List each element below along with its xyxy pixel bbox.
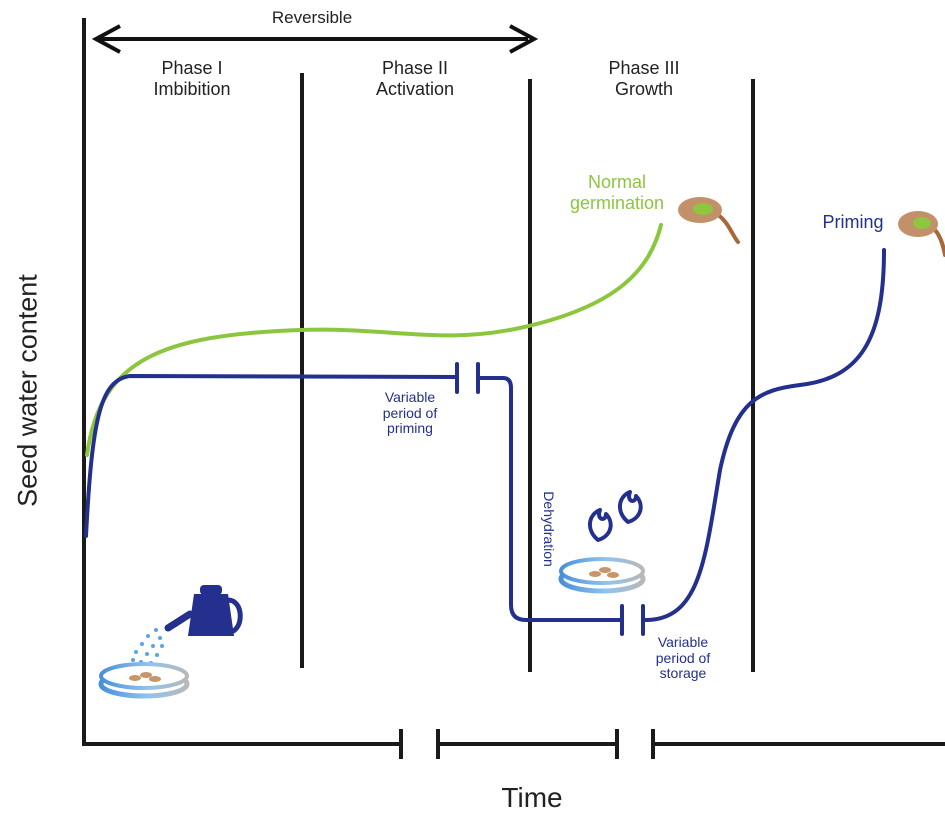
x-axis <box>82 729 945 759</box>
variable-storage-line-2: period of <box>655 649 711 666</box>
variable-storage-label: Variable period of storage <box>628 634 738 682</box>
normal-germination-line-1: Normal <box>587 172 646 192</box>
reversible-arrow <box>91 24 539 54</box>
normal-germination-label: Normal germination <box>552 172 682 213</box>
phase-1-sub: Imbibition <box>153 78 231 99</box>
phase-2-name: Phase II <box>381 58 449 78</box>
reversible-label: Reversible <box>271 8 353 27</box>
variable-priming-label: Variable period of priming <box>355 389 465 437</box>
petri-dish-dehydration-icon <box>558 557 646 594</box>
phase-2: Phase II Activation <box>335 58 495 99</box>
variable-storage-line-3: storage <box>659 665 707 682</box>
water-drops-icon <box>131 628 164 665</box>
primed-seedling-icon <box>898 211 945 257</box>
priming-label: Priming <box>822 212 884 232</box>
watering-can-icon <box>164 585 243 636</box>
normal-germination-curve <box>85 223 663 457</box>
seedling-icon <box>678 197 740 244</box>
variable-priming-line-1: Variable <box>384 389 436 405</box>
y-axis-label: Seed water content <box>12 274 43 507</box>
x-axis-label: Time <box>501 782 563 813</box>
variable-storage-line-1: Variable <box>657 634 709 650</box>
phase-1: Phase I Imbibition <box>112 58 272 99</box>
phase-1-name: Phase I <box>161 58 223 78</box>
dehydration-label: Dehydration <box>541 491 558 567</box>
variable-priming-line-2: period of <box>382 404 438 421</box>
petri-dish-icon <box>98 662 190 699</box>
phase-3-name: Phase III <box>608 58 680 78</box>
variable-priming-line-3: priming <box>387 420 433 437</box>
evaporation-flame-icon <box>588 490 643 542</box>
phase-3: Phase III Growth <box>564 58 724 99</box>
normal-germination-line-2: germination <box>569 192 665 213</box>
phase-2-sub: Activation <box>375 78 455 99</box>
priming-curve <box>84 248 886 636</box>
phase-3-sub: Growth <box>614 78 674 99</box>
